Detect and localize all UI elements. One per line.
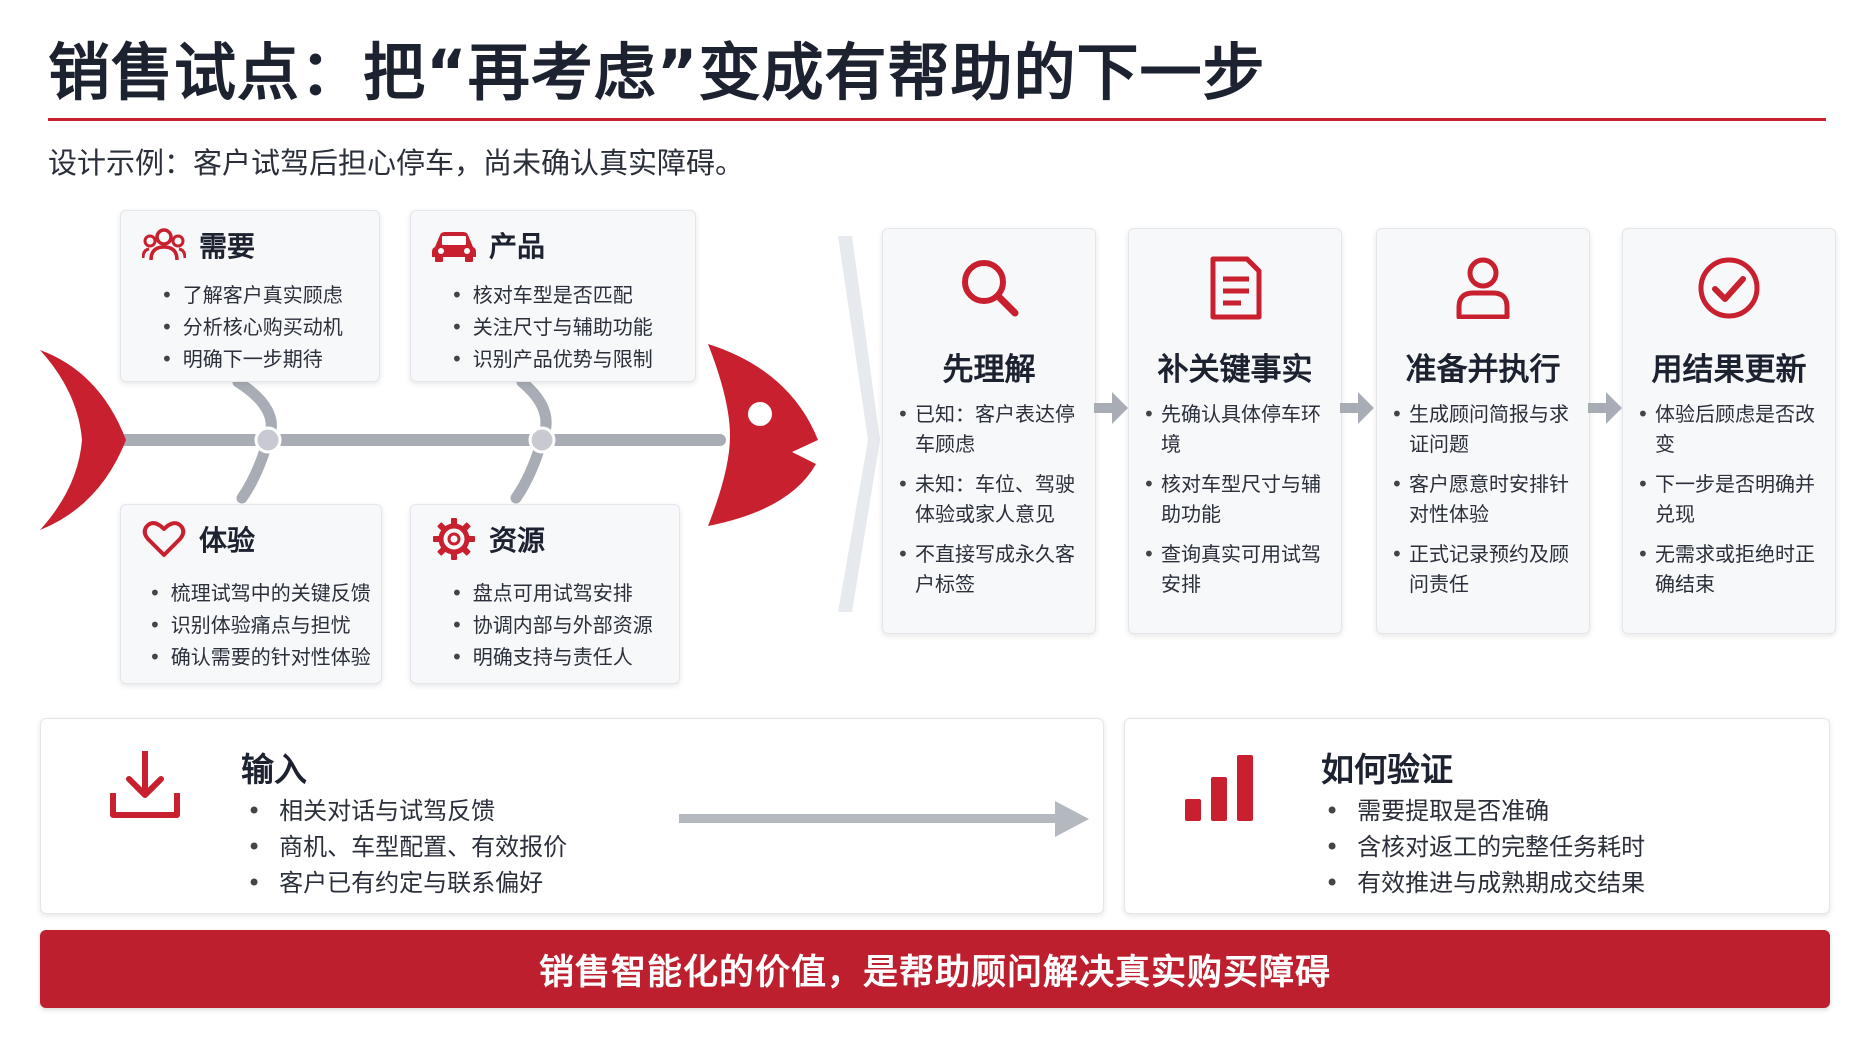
fishbone-title-experience: 体验 <box>199 524 256 557</box>
step-title: 先理解 <box>942 352 1036 388</box>
fish-tail <box>40 350 126 530</box>
list-item: 无需求或拒绝时正确结束 <box>1637 539 1827 599</box>
list-item: 确认需要的针对性体验 <box>149 641 371 673</box>
fishbone-list-experience: 梳理试驾中的关键反馈 识别体验痛点与担忧 确认需要的针对性体验 <box>149 577 371 673</box>
step-card-update: 用结果更新 体验后顾虑是否改变 下一步是否明确并兑现 无需求或拒绝时正确结束 <box>1622 228 1836 634</box>
step-title: 用结果更新 <box>1651 352 1807 388</box>
document-icon <box>1207 255 1263 325</box>
fishbone-list-resource: 盘点可用试驾安排 协调内部与外部资源 明确支持与责任人 <box>451 577 653 673</box>
list-item: 含核对返工的完整任务耗时 <box>1325 829 1645 865</box>
fishbone-card-experience: 体验 梳理试驾中的关键反馈 识别体验痛点与担忧 确认需要的针对性体验 <box>120 504 382 684</box>
download-icon <box>107 747 183 827</box>
list-item: 先确认具体停车环境 <box>1143 399 1333 459</box>
verify-panel: 如何验证 需要提取是否准确 含核对返工的完整任务耗时 有效推进与成熟期成交结果 <box>1124 718 1830 914</box>
fishbone-card-need: 需要 了解客户真实顾虑 分析核心购买动机 明确下一步期待 <box>120 210 380 382</box>
step-title: 补关键事实 <box>1157 352 1313 388</box>
list-item: 有效推进与成熟期成交结果 <box>1325 865 1645 901</box>
heart-icon <box>141 519 187 559</box>
list-item: 了解客户真实顾虑 <box>161 279 343 311</box>
title-divider <box>48 118 1826 121</box>
list-item: 相关对话与试驾反馈 <box>247 793 567 829</box>
person-icon <box>1455 255 1511 325</box>
list-item: 核对车型是否匹配 <box>451 279 653 311</box>
check-circle-icon <box>1696 255 1762 325</box>
page-title: 销售试点：把“再考虑”变成有帮助的下一步 <box>48 36 1266 109</box>
verify-list: 需要提取是否准确 含核对返工的完整任务耗时 有效推进与成熟期成交结果 <box>1325 793 1645 901</box>
arrow-right-icon <box>1588 392 1622 424</box>
list-item: 客户愿意时安排针对性体验 <box>1391 469 1581 529</box>
bar-chart-icon <box>1183 751 1259 827</box>
arrow-right-icon <box>679 801 1089 837</box>
list-item: 识别体验痛点与担忧 <box>149 609 371 641</box>
step-card-prepare: 准备并执行 生成顾问简报与求证问题 客户愿意时安排针对性体验 正式记录预约及顾问… <box>1376 228 1590 634</box>
list-item: 明确下一步期待 <box>161 343 343 375</box>
list-item: 盘点可用试驾安排 <box>451 577 653 609</box>
list-item: 梳理试驾中的关键反馈 <box>149 577 371 609</box>
list-item: 未知：车位、驾驶体验或家人意见 <box>897 469 1087 529</box>
list-item: 需要提取是否准确 <box>1325 793 1645 829</box>
list-item: 生成顾问简报与求证问题 <box>1391 399 1581 459</box>
input-title: 输入 <box>241 750 307 789</box>
users-icon <box>141 225 187 265</box>
list-item: 体验后顾虑是否改变 <box>1637 399 1827 459</box>
fishbone-joint-right <box>528 426 556 454</box>
list-item: 正式记录预约及顾问责任 <box>1391 539 1581 599</box>
fishbone-joint-left <box>254 426 282 454</box>
section-chevron <box>838 236 880 612</box>
list-item: 识别产品优势与限制 <box>451 343 653 375</box>
fishbone-title-product: 产品 <box>489 230 546 263</box>
fish-eye <box>748 402 772 426</box>
step-card-understand: 先理解 已知：客户表达停车顾虑 未知：车位、驾驶体验或家人意见 不直接写成永久客… <box>882 228 1096 634</box>
page-subtitle: 设计示例：客户试驾后担心停车，尚未确认真实障碍。 <box>48 146 745 180</box>
list-item: 商机、车型配置、有效报价 <box>247 829 567 865</box>
list-item: 协调内部与外部资源 <box>451 609 653 641</box>
list-item: 已知：客户表达停车顾虑 <box>897 399 1087 459</box>
fishbone-card-product: 产品 核对车型是否匹配 关注尺寸与辅助功能 识别产品优势与限制 <box>410 210 696 382</box>
list-item: 下一步是否明确并兑现 <box>1637 469 1827 529</box>
list-item: 查询真实可用试驾安排 <box>1143 539 1333 599</box>
arrow-right-icon <box>1340 392 1374 424</box>
list-item: 关注尺寸与辅助功能 <box>451 311 653 343</box>
list-item: 明确支持与责任人 <box>451 641 653 673</box>
fishbone-title-need: 需要 <box>199 230 256 263</box>
input-panel: 输入 相关对话与试驾反馈 商机、车型配置、有效报价 客户已有约定与联系偏好 <box>40 718 1104 914</box>
verify-title: 如何验证 <box>1321 750 1453 789</box>
list-item: 分析核心购买动机 <box>161 311 343 343</box>
step-list: 先确认具体停车环境 核对车型尺寸与辅助功能 查询真实可用试驾安排 <box>1143 399 1333 609</box>
step-list: 体验后顾虑是否改变 下一步是否明确并兑现 无需求或拒绝时正确结束 <box>1637 399 1827 609</box>
step-card-facts: 补关键事实 先确认具体停车环境 核对车型尺寸与辅助功能 查询真实可用试驾安排 <box>1128 228 1342 634</box>
list-item: 客户已有约定与联系偏好 <box>247 865 567 901</box>
fish-head <box>708 344 818 526</box>
footer-banner: 销售智能化的价值，是帮助顾问解决真实购买障碍 <box>40 930 1830 1008</box>
search-icon <box>957 255 1021 325</box>
list-item: 核对车型尺寸与辅助功能 <box>1143 469 1333 529</box>
fishbone-title-resource: 资源 <box>489 524 546 557</box>
arrow-right-icon <box>1094 392 1128 424</box>
gear-icon <box>431 518 477 560</box>
step-list: 生成顾问简报与求证问题 客户愿意时安排针对性体验 正式记录预约及顾问责任 <box>1391 399 1581 609</box>
step-list: 已知：客户表达停车顾虑 未知：车位、驾驶体验或家人意见 不直接写成永久客户标签 <box>897 399 1087 609</box>
input-list: 相关对话与试驾反馈 商机、车型配置、有效报价 客户已有约定与联系偏好 <box>247 793 567 901</box>
list-item: 不直接写成永久客户标签 <box>897 539 1087 599</box>
car-icon <box>431 225 477 265</box>
step-title: 准备并执行 <box>1405 352 1561 388</box>
fishbone-list-need: 了解客户真实顾虑 分析核心购买动机 明确下一步期待 <box>161 279 343 375</box>
fishbone-card-resource: 资源 盘点可用试驾安排 协调内部与外部资源 明确支持与责任人 <box>410 504 680 684</box>
fishbone-list-product: 核对车型是否匹配 关注尺寸与辅助功能 识别产品优势与限制 <box>451 279 653 375</box>
banner-text: 销售智能化的价值，是帮助顾问解决真实购买障碍 <box>538 952 1331 993</box>
